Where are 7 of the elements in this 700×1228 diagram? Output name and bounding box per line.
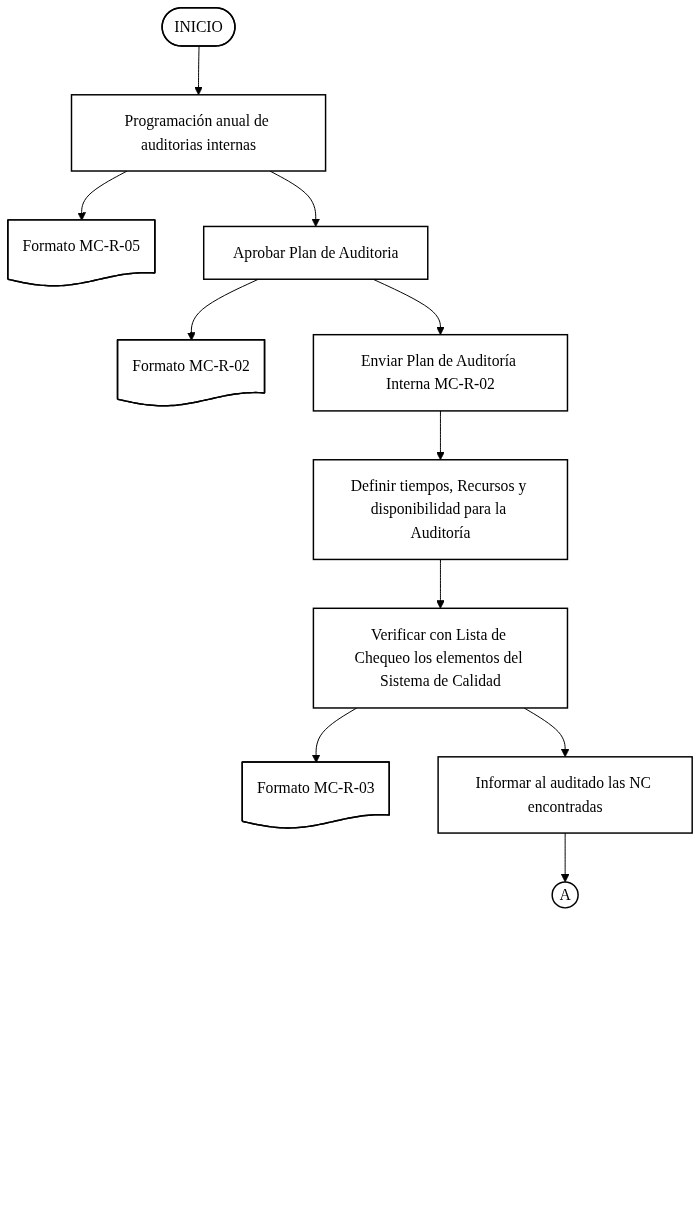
node-box: Informar al auditado las NC encontradas [437,756,693,834]
node-box: Enviar Plan de Auditoría Interna MC-R-02 [312,333,569,412]
node-box: Programación anual de auditorias internas [70,94,327,172]
node-circle: A [551,881,579,909]
node-box: Aprobar Plan de Auditoria [202,225,429,280]
node-box: Definir tiempos, Recursos y disponibilidad para la Auditoría [312,459,569,561]
node-box: Verificar con Lista de Chequeo los elementos del Sistema de Calidad [312,607,569,709]
